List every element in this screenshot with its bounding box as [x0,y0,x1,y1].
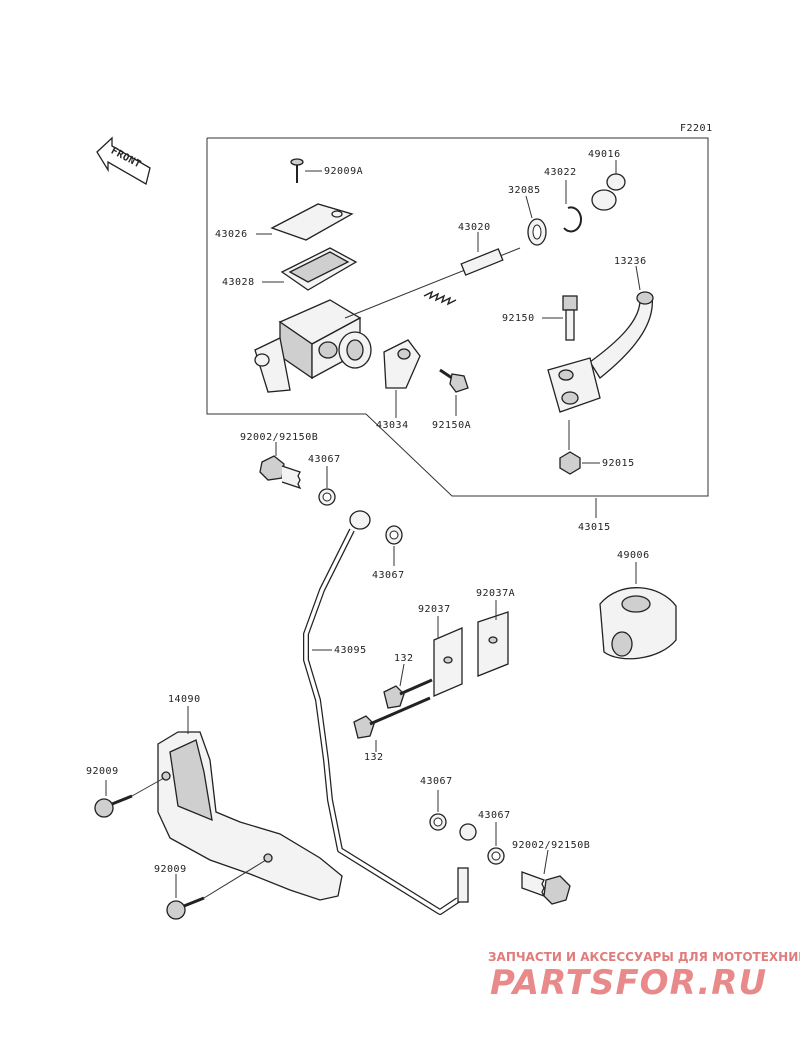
banjo-bolt-bottom [521,849,571,905]
screw-92009-a [94,777,165,818]
label-92015: 92015 [602,458,635,469]
nut-92015 [559,420,600,475]
label-132-b: 132 [364,752,384,763]
clutch-hose-43095 [303,510,460,915]
label-92037a: 92037A [476,588,515,599]
label-92002-top: 92002/92150B [240,432,318,443]
label-49006: 49006 [617,550,650,561]
lower-banjo-fitting [457,823,477,903]
label-92002-bottom: 92002/92150B [512,840,590,851]
master-cylinder-body [254,299,372,393]
label-43022: 43022 [544,167,577,178]
front-arrow-icon: FRONT [96,136,151,185]
label-43067-d: 43067 [478,810,511,821]
label-32085: 32085 [508,185,541,196]
label-43067-a: 43067 [308,454,341,465]
bolt-132-b [353,696,431,752]
clamp-49006 [599,562,677,660]
bolt-132-a [383,663,433,709]
pivot-bolt-92150 [542,295,578,341]
label-13236: 13236 [614,256,647,267]
label-92150a: 92150A [432,420,471,431]
hose-guide-bracket [433,600,509,697]
banjo-bolt-top [259,442,302,490]
screw-92009a [290,158,322,183]
clamp-43034 [383,339,421,418]
label-43067-b: 43067 [372,570,405,581]
label-49016: 49016 [588,149,621,160]
label-43067-c: 43067 [420,776,453,787]
label-132-a: 132 [394,653,414,664]
watermark-tagline: ЗАПЧАСТИ И АКСЕССУАРЫ ДЛЯ МОТОТЕХНИКИ [488,950,800,964]
assembly-frame [206,137,709,497]
piston-kit [344,232,521,319]
clutch-lever [589,265,654,379]
watermark-logo: PARTSFOR.RU [490,963,767,1003]
label-92009a: 92009A [324,166,363,177]
label-92009-a: 92009 [86,766,119,777]
diaphragm [262,247,358,291]
bolt-92150a [439,368,469,416]
ref-code: F2201 [680,123,713,134]
reservoir-cover [256,203,354,241]
label-92037: 92037 [418,604,451,615]
lever-holder [547,357,601,413]
label-43028: 43028 [222,277,255,288]
guard-14090 [157,706,343,901]
screw-92009-b [166,859,267,920]
label-43095: 43095 [334,645,367,656]
label-14090: 14090 [168,694,201,705]
label-43015: 43015 [578,522,611,533]
label-43026: 43026 [215,229,248,240]
circlip-43022 [563,206,583,233]
label-43020: 43020 [458,222,491,233]
label-92009-b: 92009 [154,864,187,875]
boot-49016 [591,160,626,211]
label-92150: 92150 [502,313,535,324]
label-43034: 43034 [376,420,409,431]
